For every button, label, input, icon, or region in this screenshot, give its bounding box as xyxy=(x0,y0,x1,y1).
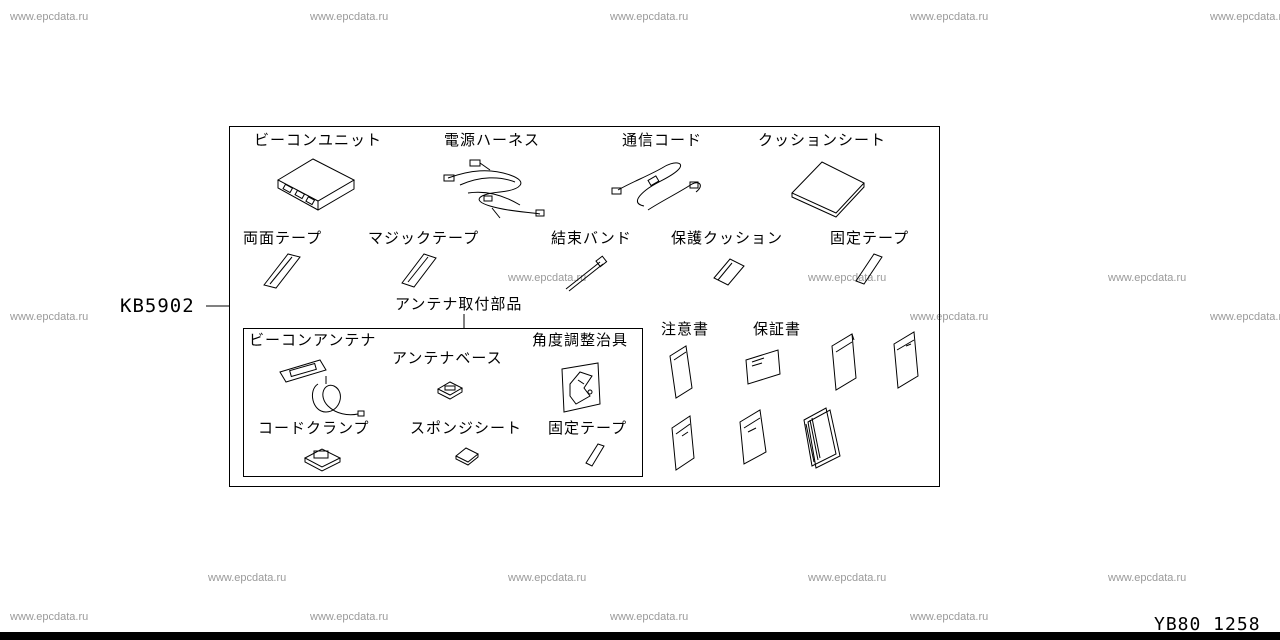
fixing-tape-drawing xyxy=(855,253,883,285)
watermark: www.epcdata.ru xyxy=(910,11,989,23)
watermark: www.epcdata.ru xyxy=(610,11,689,23)
angle-jig-drawing xyxy=(561,362,601,413)
watermark: www.epcdata.ru xyxy=(1108,272,1187,284)
beacon-unit-drawing xyxy=(276,158,356,211)
part-number[interactable]: KB5902 xyxy=(120,295,195,317)
label-double-sided-tape[interactable]: 両面テープ xyxy=(243,229,323,247)
label-cushion-sheet[interactable]: クッションシート xyxy=(758,131,887,149)
label-protective-cushion[interactable]: 保護クッション xyxy=(671,229,784,247)
label-angle-jig[interactable]: 角度調整治具 xyxy=(532,331,629,349)
fixing-tape-2-drawing xyxy=(585,443,605,467)
watermark: www.epcdata.ru xyxy=(310,611,389,623)
watermark: www.epcdata.ru xyxy=(310,11,389,23)
watermark: www.epcdata.ru xyxy=(10,311,89,323)
label-cord-clamp[interactable]: コードクランプ xyxy=(258,419,370,437)
watermark: www.epcdata.ru xyxy=(910,611,989,623)
watermark: www.epcdata.ru xyxy=(10,611,89,623)
watermark: www.epcdata.ru xyxy=(1210,11,1280,23)
document-booklet-2 xyxy=(893,331,919,389)
watermark: www.epcdata.ru xyxy=(910,311,989,323)
cushion-sheet-drawing xyxy=(791,161,865,218)
watermark: www.epcdata.ru xyxy=(808,572,887,584)
label-beacon-antenna[interactable]: ビーコンアンテナ xyxy=(249,331,377,349)
watermark: www.epcdata.ru xyxy=(610,611,689,623)
document-booklet-3 xyxy=(671,415,695,471)
antenna-parts-frame xyxy=(243,328,643,477)
label-antenna-base[interactable]: アンテナベース xyxy=(392,349,503,367)
magic-tape-drawing xyxy=(401,253,437,288)
watermark: www.epcdata.ru xyxy=(10,11,89,23)
label-warranty-doc[interactable]: 保証書 xyxy=(753,320,802,338)
watermark: www.epcdata.ru xyxy=(808,272,887,284)
watermark: www.epcdata.ru xyxy=(508,272,587,284)
document-stack xyxy=(803,407,841,469)
beacon-antenna-drawing xyxy=(279,359,365,417)
label-cable-tie[interactable]: 結束バンド xyxy=(551,229,632,247)
label-beacon-unit[interactable]: ビーコンユニット xyxy=(254,131,383,149)
part-number-leader-line xyxy=(206,305,229,307)
power-harness-drawing xyxy=(443,159,545,219)
document-booklet-1 xyxy=(831,333,857,391)
double-sided-tape-drawing xyxy=(263,253,301,289)
warranty-doc-drawing xyxy=(745,349,781,385)
label-sponge-sheet[interactable]: スポンジシート xyxy=(410,419,523,437)
diagram-code: YB80 1258 xyxy=(1154,614,1261,635)
watermark: www.epcdata.ru xyxy=(208,572,287,584)
watermark: www.epcdata.ru xyxy=(1108,572,1187,584)
cable-tie-drawing xyxy=(565,255,608,292)
label-magic-tape[interactable]: マジックテープ xyxy=(368,229,480,247)
cord-clamp-drawing xyxy=(303,448,342,472)
label-fixing-tape[interactable]: 固定テープ xyxy=(830,229,910,247)
sponge-sheet-drawing xyxy=(455,447,479,466)
antenna-parts-bracket xyxy=(463,314,465,328)
kit-outer-frame xyxy=(229,126,940,487)
bottom-bar xyxy=(0,632,1280,640)
comm-cord-drawing xyxy=(611,162,701,211)
document-booklet-4 xyxy=(739,409,767,465)
protective-cushion-drawing xyxy=(713,258,745,286)
label-fixing-tape-2[interactable]: 固定テープ xyxy=(548,419,628,437)
label-antenna-parts[interactable]: アンテナ取付部品 xyxy=(395,295,523,313)
label-power-harness[interactable]: 電源ハーネス xyxy=(444,131,541,149)
label-caution-doc[interactable]: 注意書 xyxy=(661,320,710,338)
caution-doc-drawing xyxy=(669,345,693,399)
watermark: www.epcdata.ru xyxy=(508,572,587,584)
label-comm-cord[interactable]: 通信コード xyxy=(622,131,703,149)
antenna-base-drawing xyxy=(436,381,464,400)
watermark: www.epcdata.ru xyxy=(1210,311,1280,323)
